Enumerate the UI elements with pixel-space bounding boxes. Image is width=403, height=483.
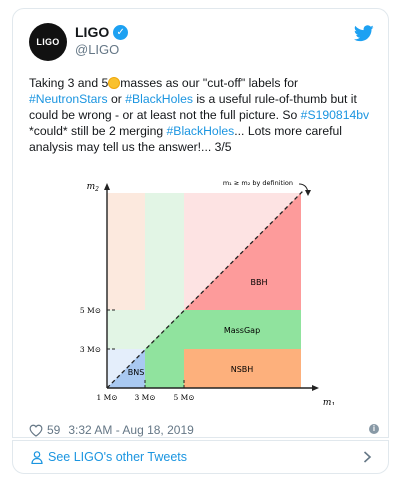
heart-icon[interactable] [29,424,43,437]
diagonal-line [106,190,304,389]
x-axis-label: m1 [323,398,335,405]
x-axis-arrow-icon [312,385,319,391]
y-axis-label: m2 [87,182,100,193]
person-icon [31,450,43,464]
tweet-timestamp[interactable]: 3:32 AM - Aug 18, 2019 [68,423,194,437]
text-part: *could* still be 2 merging [29,124,167,138]
verified-badge-icon: ✓ [113,24,129,40]
text-part: is a useful rule-of-thumb but it could b… [29,92,357,122]
twitter-bird-icon[interactable] [354,25,374,42]
mass-classification-diagram[interactable]: m2 m1 m₁ ≥ m₂ by definition 5 M⊙ 3 M⊙ 1 … [29,173,374,405]
x-tick-label: 1 M⊙ [96,393,117,402]
text-part: ... Lots more careful analysis may tell … [29,124,342,154]
tweet-footer: 59 3:32 AM - Aug 18, 2019 i [29,423,379,437]
y-axis-arrow-icon [104,183,110,190]
region-label-bns: BNS [128,368,145,377]
hashtag-link[interactable]: #BlackHoles [125,92,193,106]
region-nsbh [184,349,301,388]
info-icon[interactable]: i [369,424,379,434]
x-tick-label: 3 M⊙ [134,393,155,402]
text-part: masses as our "cut-off" labels for [120,76,299,90]
region-bg-nsbh-mirror [107,193,145,310]
text-part: or [107,92,126,106]
y-tick-label: 3 M⊙ [80,345,101,354]
sun-emoji-icon [108,77,121,89]
region-label-bbh: BBH [251,278,268,287]
region-bns [107,349,145,388]
avatar-text: LIGO [36,37,60,47]
definition-note: m₁ ≥ m₂ by definition [223,179,293,187]
hashtag-link[interactable]: #NeutronStars [29,92,108,106]
x-tick-label: 5 M⊙ [173,393,194,402]
note-arrowhead-icon [305,190,311,196]
y-tick-label: 5 M⊙ [80,306,101,315]
avatar[interactable]: LIGO [29,23,67,61]
chevron-right-icon [363,451,372,463]
author-handle[interactable]: @LIGO [75,42,120,57]
tweet-text: Taking 3 and 5 masses as our "cut-off" la… [29,75,379,155]
like-count[interactable]: 59 [47,423,61,437]
author-name[interactable]: LIGO [75,24,110,40]
hashtag-link[interactable]: #S190814bv [300,108,370,122]
author-name-row[interactable]: LIGO ✓ [75,24,129,40]
tweet-card: LIGO LIGO ✓ @LIGO Taking 3 and 5 masses a… [12,8,389,438]
hashtag-link[interactable]: #BlackHoles [166,124,235,138]
region-label-massgap: MassGap [224,326,260,335]
see-other-tweets-label[interactable]: See LIGO's other Tweets [48,450,188,464]
text-part: Taking 3 and 5 [29,76,109,90]
see-other-tweets-link[interactable]: See LIGO's other Tweets [12,440,389,474]
region-label-nsbh: NSBH [231,365,254,374]
